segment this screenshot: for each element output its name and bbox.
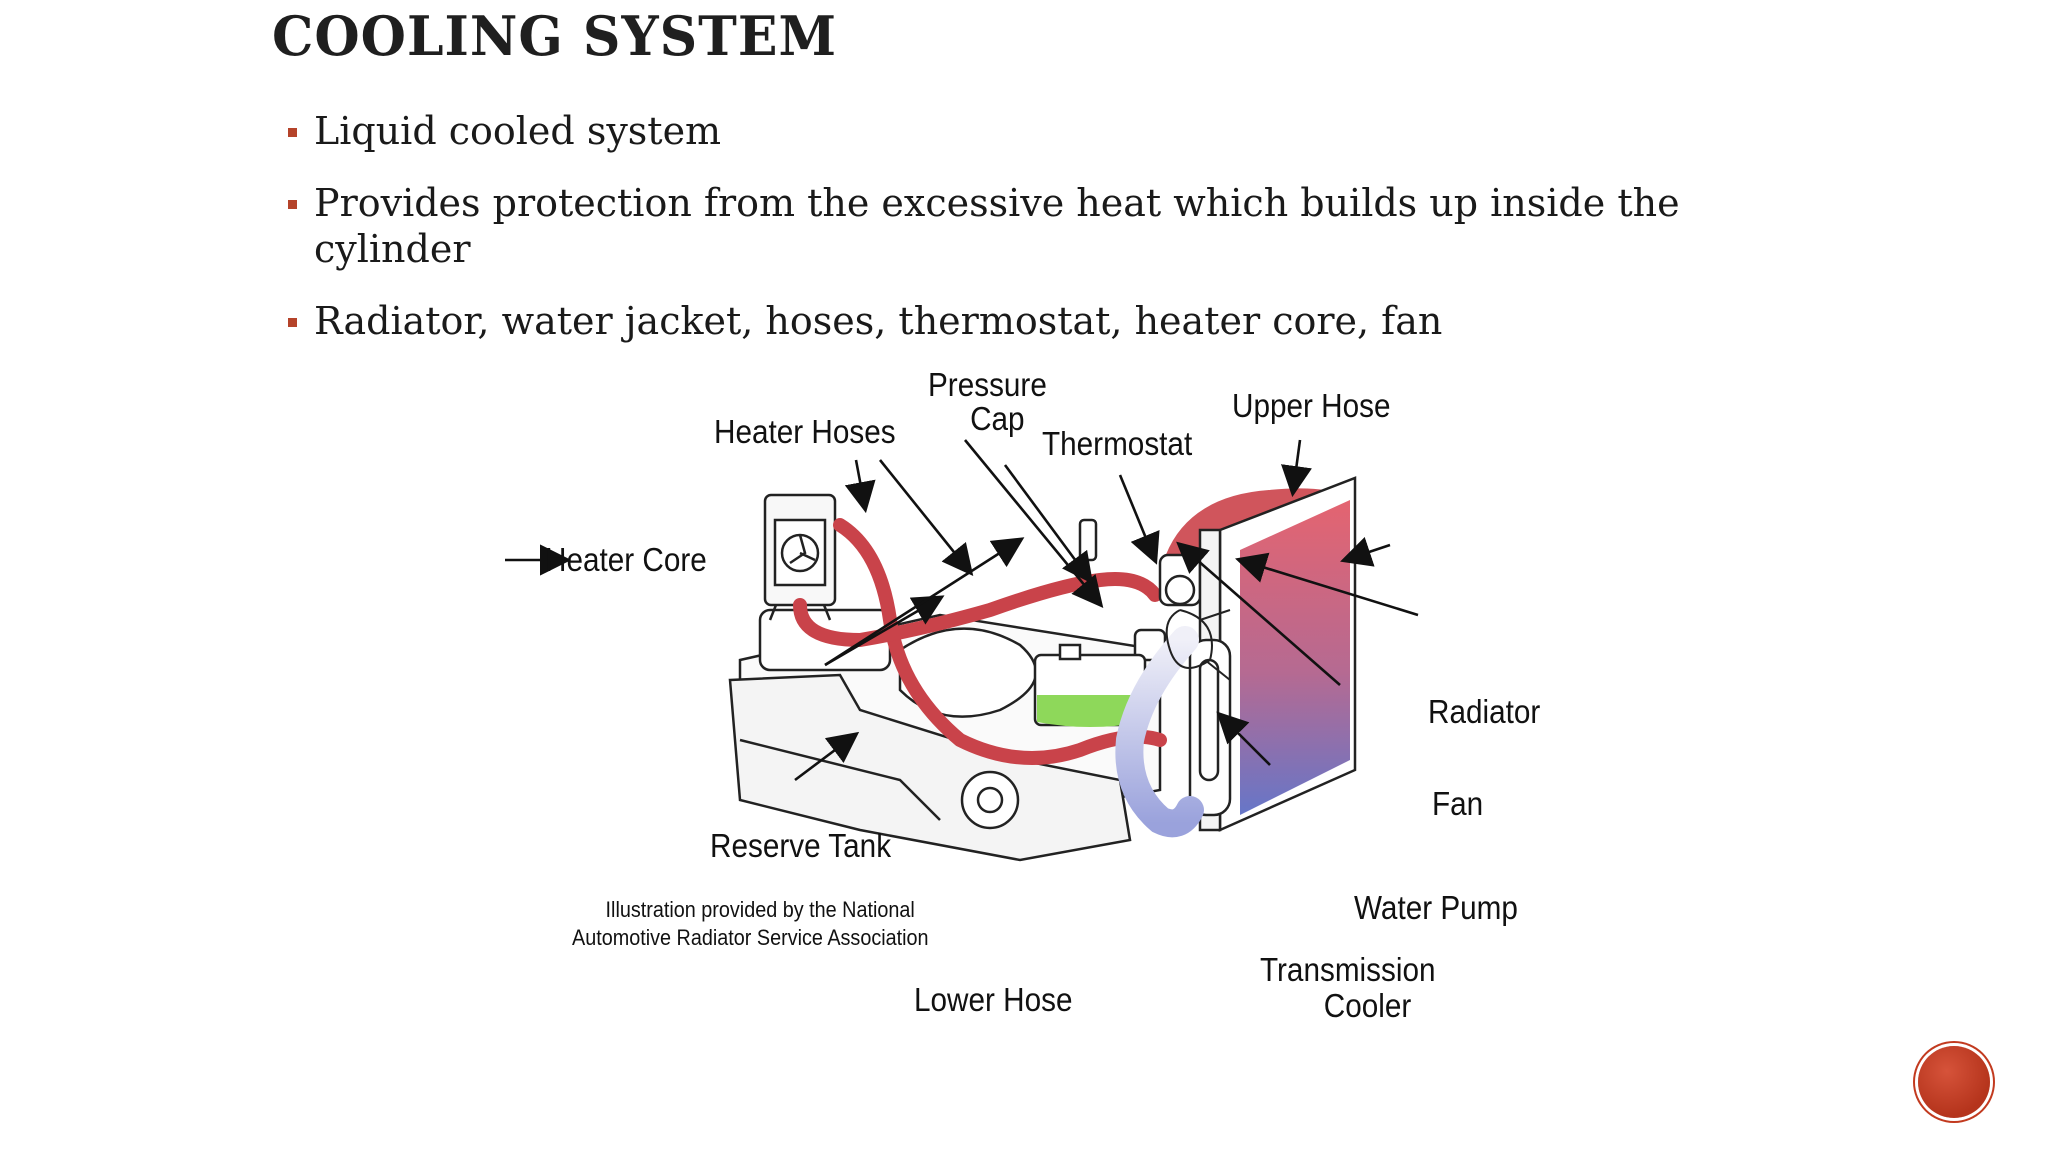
slide-title: COOLING SYSTEM (272, 4, 838, 69)
label-thermostat: Thermostat (1042, 425, 1193, 462)
label-heater-core: Heater Core (545, 541, 707, 578)
bullet-square-icon (288, 128, 297, 137)
label-pressure-cap-line2: Cap (970, 400, 1025, 437)
heater-hoses (793, 518, 1167, 765)
lower-hose (1115, 626, 1204, 838)
illustration-credit: Illustration provided by the National Au… (572, 896, 929, 952)
thermostat-housing (1078, 518, 1202, 662)
bullet-square-icon (288, 200, 297, 209)
reserve-tank (1033, 643, 1147, 727)
label-fan: Fan (1432, 785, 1484, 822)
bullet-text: Liquid cooled system (314, 109, 722, 153)
label-water-pump: Water Pump (1354, 889, 1518, 926)
transmission-cooler (1188, 638, 1232, 817)
label-transmission-cooler-line1: Transmission (1260, 951, 1436, 988)
label-reserve-tank: Reserve Tank (710, 827, 892, 864)
engine-illustration (505, 439, 1419, 862)
label-transmission-cooler-line2: Cooler (1323, 987, 1412, 1024)
bullet-square-icon (288, 318, 297, 327)
label-pressure-cap-line1: Pressure (928, 366, 1047, 403)
bullet-item: Radiator, water jacket, hoses, thermosta… (284, 298, 1744, 344)
label-lower-hose: Lower Hose (914, 981, 1073, 1018)
cooling-system-diagram: Pressure Cap Heater Hoses Thermostat Upp… (300, 360, 1640, 1150)
heater-core (763, 493, 837, 607)
label-radiator: Radiator (1428, 693, 1541, 730)
label-transmission-cooler: Transmission Cooler (1260, 952, 1436, 1024)
bullet-item: Provides protection from the excessive h… (284, 180, 1744, 272)
label-heater-hoses: Heater Hoses (714, 413, 896, 450)
fan (1165, 609, 1231, 681)
bullet-item: Liquid cooled system (284, 108, 1744, 154)
bullet-list: Liquid cooled system Provides protection… (284, 108, 1744, 370)
circle-button-icon[interactable] (1918, 1046, 1990, 1118)
credit-line-1: Illustration provided by the National (605, 897, 915, 922)
label-upper-hose: Upper Hose (1232, 387, 1391, 424)
bullet-text: Provides protection from the excessive h… (314, 181, 1680, 271)
bullet-text: Radiator, water jacket, hoses, thermosta… (314, 299, 1443, 343)
credit-line-2: Automotive Radiator Service Association (572, 925, 929, 950)
leader-lines (505, 439, 1419, 782)
label-pressure-cap: Pressure Cap (928, 368, 1047, 436)
